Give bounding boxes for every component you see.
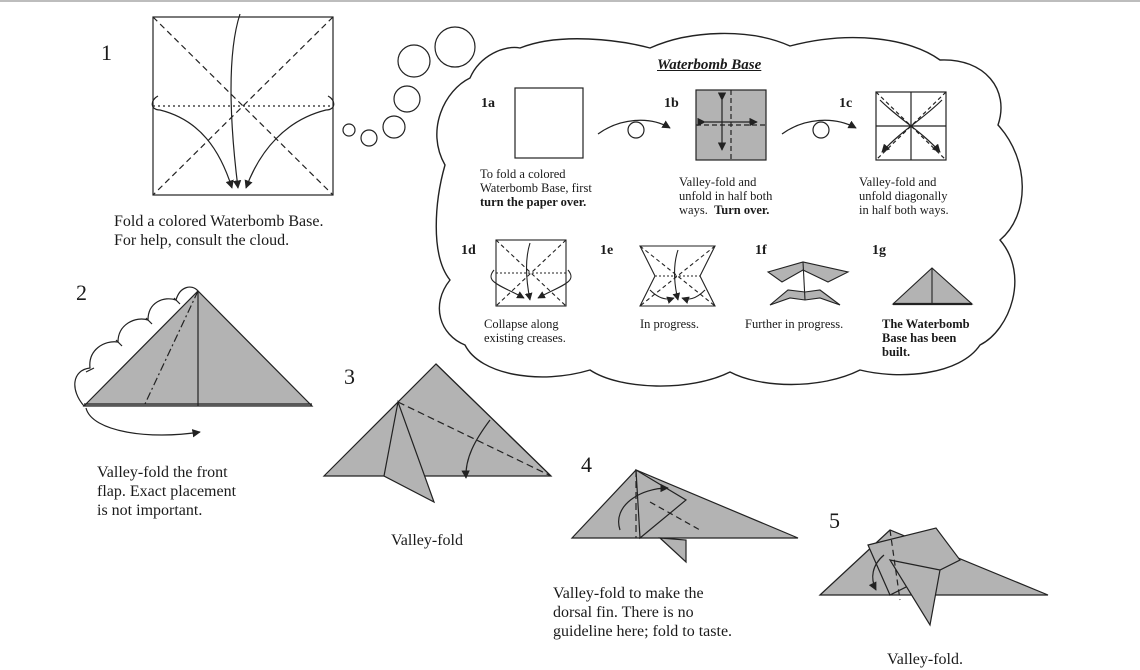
step1-caption-line2: For help, consult the cloud.: [114, 232, 290, 249]
turn-over-arrow-2: [781, 119, 857, 139]
step1a-square: [514, 87, 584, 159]
step5-number: 5: [829, 508, 840, 533]
step1e-number: 1e: [600, 243, 614, 258]
step4-caption: Valley-fold to make the dorsal fin. Ther…: [553, 584, 732, 641]
top-border: [0, 0, 1140, 2]
step3-number: 3: [344, 364, 355, 389]
step1e-caption: In progress.: [640, 317, 700, 331]
step1g-caption-line2: Base has been: [882, 331, 957, 345]
step2-number: 2: [76, 280, 87, 305]
step1-caption: Fold a colored Waterbomb Base. For help,…: [114, 212, 323, 250]
step1d-caption-line1: Collapse along: [484, 317, 559, 331]
step4-number: 4: [581, 452, 592, 477]
step1g-number: 1g: [872, 243, 886, 258]
step1b-caption-bold: Turn over.: [714, 203, 770, 217]
step1b-caption-last: ways.: [679, 203, 708, 217]
step1c-caption-line2: unfold diagonally: [859, 189, 948, 203]
step1a-caption: To fold a colored Waterbomb Base, first …: [480, 167, 592, 209]
step1b-caption-line2: unfold in half both: [679, 189, 773, 203]
step1b-caption-line3: ways. Turn over.: [679, 203, 772, 217]
step2-figure: [74, 286, 314, 438]
step2-caption-line1: Valley-fold the front: [97, 464, 228, 481]
step1-figure: [151, 13, 335, 196]
step1d-figure: [490, 239, 572, 307]
step4-caption-line3: guideline here; fold to taste.: [553, 623, 733, 640]
step1d-number: 1d: [461, 243, 476, 258]
step5-figure: [818, 527, 1049, 627]
step2-caption-line2: flap. Exact placement: [97, 483, 237, 500]
step1g-caption-line1: The Waterbomb: [882, 317, 970, 331]
step4-caption-line2: dorsal fin. There is no: [553, 604, 694, 621]
step3-figure: [322, 363, 553, 504]
step1b-caption: Valley-fold and unfold in half both ways…: [679, 175, 772, 217]
step1a-caption-line1: To fold a colored: [480, 167, 566, 181]
step1g-caption-line3: built.: [882, 345, 911, 359]
step1b-figure: [695, 89, 767, 161]
step1f-caption: Further in progress.: [745, 317, 844, 331]
step1c-caption-line3: in half both ways.: [859, 203, 949, 217]
step1b-caption-line1: Valley-fold and: [679, 175, 757, 189]
step1a-caption-line2: Waterbomb Base, first: [480, 181, 592, 195]
step1-caption-line1: Fold a colored Waterbomb Base.: [114, 213, 324, 230]
step1-number: 1: [101, 40, 112, 65]
step1c-figure: [875, 91, 947, 161]
thought-bubbles: [342, 26, 476, 147]
step2-caption: Valley-fold the front flap. Exact placem…: [97, 463, 236, 520]
step2-caption-line3: is not important.: [97, 502, 203, 519]
step4-figure: [570, 468, 799, 564]
step3-caption: Valley-fold: [391, 532, 463, 549]
step1a-number: 1a: [481, 96, 495, 111]
step5-caption: Valley-fold.: [887, 651, 963, 668]
step1b-number: 1b: [664, 96, 679, 111]
step1f-figure: [766, 261, 850, 306]
step1d-caption: Collapse along existing creases.: [484, 317, 566, 345]
step1g-caption: The Waterbomb Base has been built.: [882, 317, 970, 359]
step1f-number: 1f: [755, 243, 767, 258]
turn-over-arrow-1: [597, 119, 671, 139]
step1g-figure: [891, 267, 974, 306]
step1a-caption-bold: turn the paper over.: [480, 195, 587, 209]
step1e-figure: [639, 245, 716, 307]
step1c-caption: Valley-fold and unfold diagonally in hal…: [859, 175, 949, 217]
step4-caption-line1: Valley-fold to make the: [553, 585, 704, 602]
step1d-caption-line2: existing creases.: [484, 331, 566, 345]
step1c-number: 1c: [839, 96, 853, 111]
step1c-caption-line1: Valley-fold and: [859, 175, 937, 189]
cloud-title: Waterbomb Base: [657, 57, 762, 73]
